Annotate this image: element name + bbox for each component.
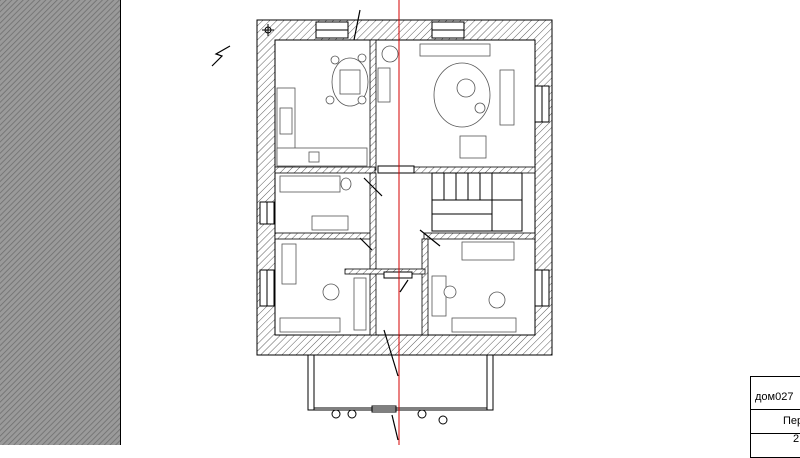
interior-walls: [274, 39, 536, 336]
crosshair-icon: [262, 24, 274, 36]
title-block: дом027 Пер 2: [750, 376, 800, 458]
bathroom: [279, 175, 352, 231]
staircase: [431, 172, 523, 232]
doors: [353, 9, 441, 441]
terrace: [307, 354, 494, 425]
project-code: дом027: [755, 391, 794, 403]
kitchen-dining: [276, 53, 391, 167]
sheet-number: 2: [793, 433, 800, 445]
bedrooms: [279, 241, 517, 333]
living-room: [381, 43, 515, 159]
hatched-margin-panel: [0, 0, 121, 445]
floor-plan-canvas[interactable]: [0, 0, 800, 445]
north-arrow-icon: [211, 45, 231, 67]
windows: [259, 21, 550, 307]
sheet-label: Пер: [783, 415, 800, 427]
